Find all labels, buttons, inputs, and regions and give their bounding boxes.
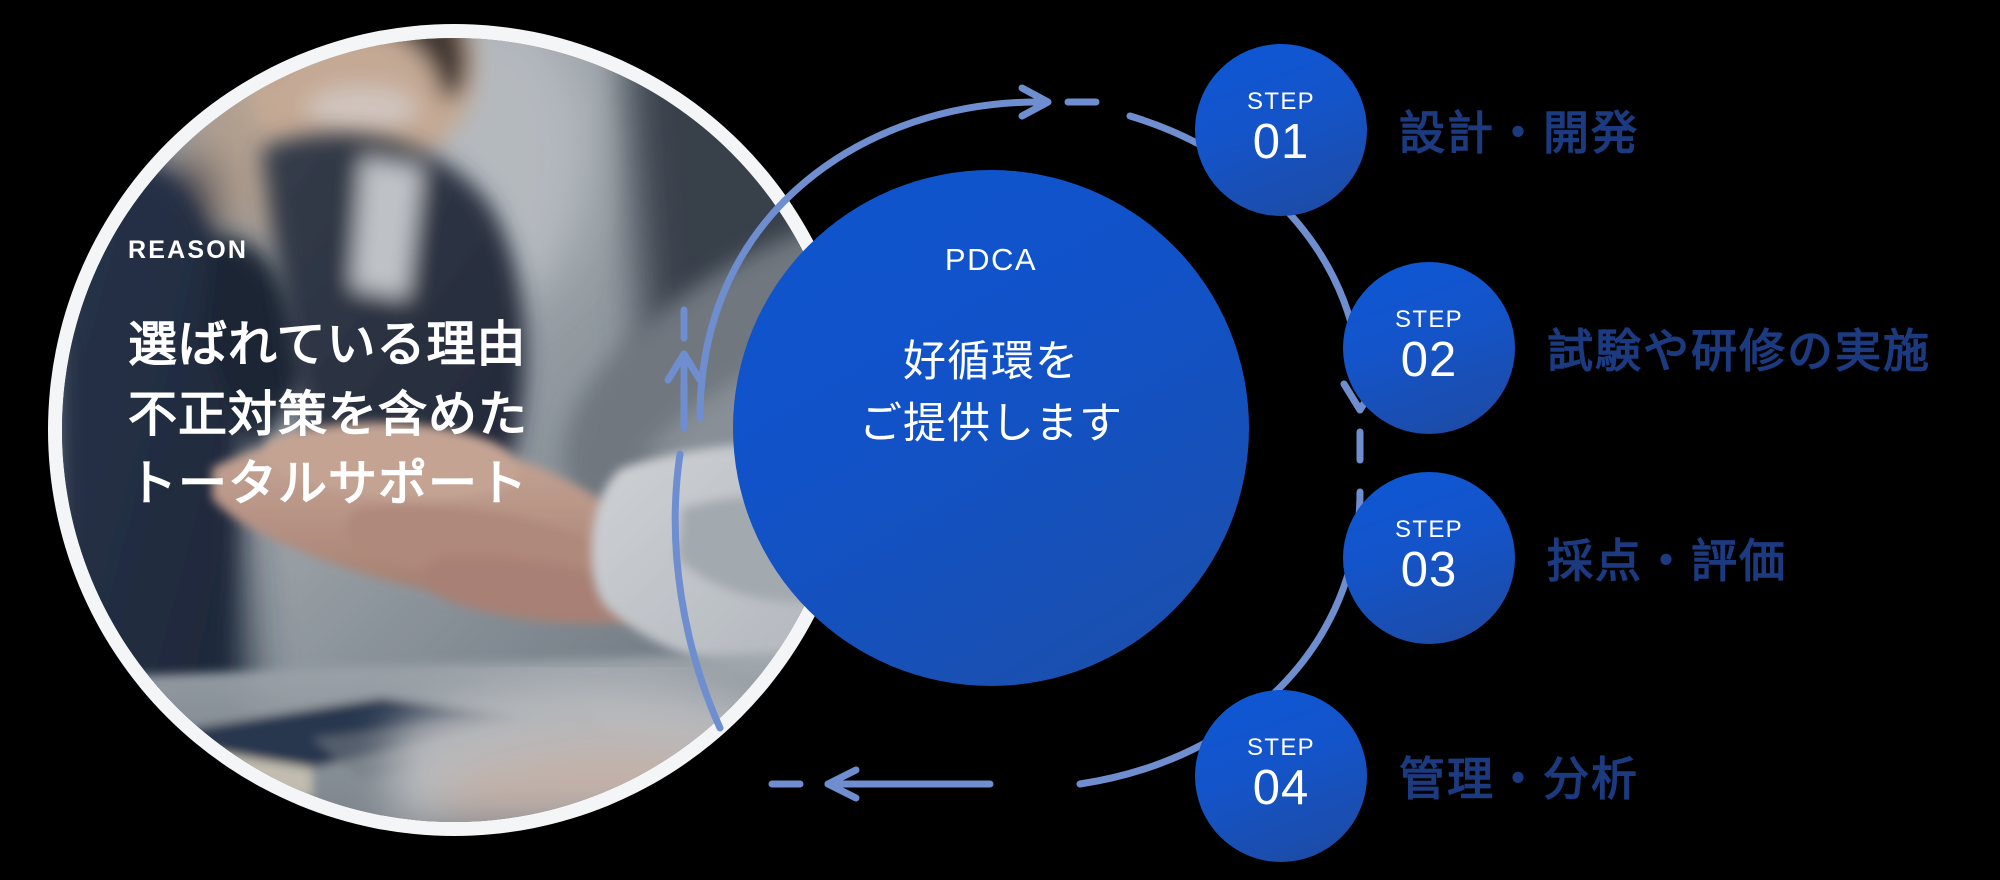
arc-top-left	[696, 98, 1042, 422]
reason-title-line-1: 選ばれている理由	[128, 318, 527, 372]
pdca-message-line-1: 好循環を	[903, 338, 1079, 386]
reason-title-line-2: 不正対策を含めた	[128, 387, 529, 442]
step-kicker-01: STEP	[1247, 87, 1315, 115]
pdca-message: 好循環を ご提供します	[859, 332, 1123, 456]
step-badge-03: STEP 03	[1343, 472, 1515, 644]
step-item-02[interactable]: STEP 02 試験や研修の実施	[1343, 262, 1931, 434]
step-item-04[interactable]: STEP 04 管理・分析	[1195, 690, 1639, 862]
step-badge-01: STEP 01	[1195, 44, 1367, 216]
arrow-head-top	[1018, 84, 1052, 120]
step-number-03: 03	[1400, 542, 1458, 597]
step-number-01: 01	[1252, 114, 1310, 169]
reason-title-line-3: トータルサポート	[128, 457, 529, 512]
step-label-02: 試験や研修の実施	[1547, 325, 1931, 377]
step-list: STEP 01 設計・開発 STEP 02 試験や研修の実施 STEP 03 採…	[1195, 0, 2000, 880]
step-number-02: 02	[1400, 332, 1458, 387]
step-label-03: 採点・評価	[1547, 535, 1787, 587]
step-label-01: 設計・開発	[1399, 107, 1639, 159]
step-kicker-03: STEP	[1395, 515, 1463, 543]
step-badge-04: STEP 04	[1195, 690, 1367, 862]
pdca-message-line-2: ご提供します	[859, 399, 1123, 448]
step-number-04: 04	[1252, 760, 1310, 815]
reason-eyebrow: REASON	[128, 236, 249, 264]
step-kicker-04: STEP	[1247, 733, 1315, 761]
step-item-03[interactable]: STEP 03 採点・評価	[1343, 472, 1787, 644]
pdca-label: PDCA	[944, 242, 1038, 277]
pdca-center-circle: PDCA 好循環を ご提供します	[733, 170, 1249, 686]
step-badge-02: STEP 02	[1343, 262, 1515, 434]
reason-text-block: REASON 選ばれている理由 不正対策を含めた トータルサポート	[128, 238, 528, 520]
step-label-04: 管理・分析	[1399, 753, 1639, 805]
step-item-01[interactable]: STEP 01 設計・開発	[1195, 44, 1639, 216]
reason-title: 選ばれている理由 不正対策を含めた トータルサポート	[128, 311, 528, 520]
arc-left-lower	[671, 450, 724, 732]
step-kicker-02: STEP	[1395, 305, 1463, 333]
